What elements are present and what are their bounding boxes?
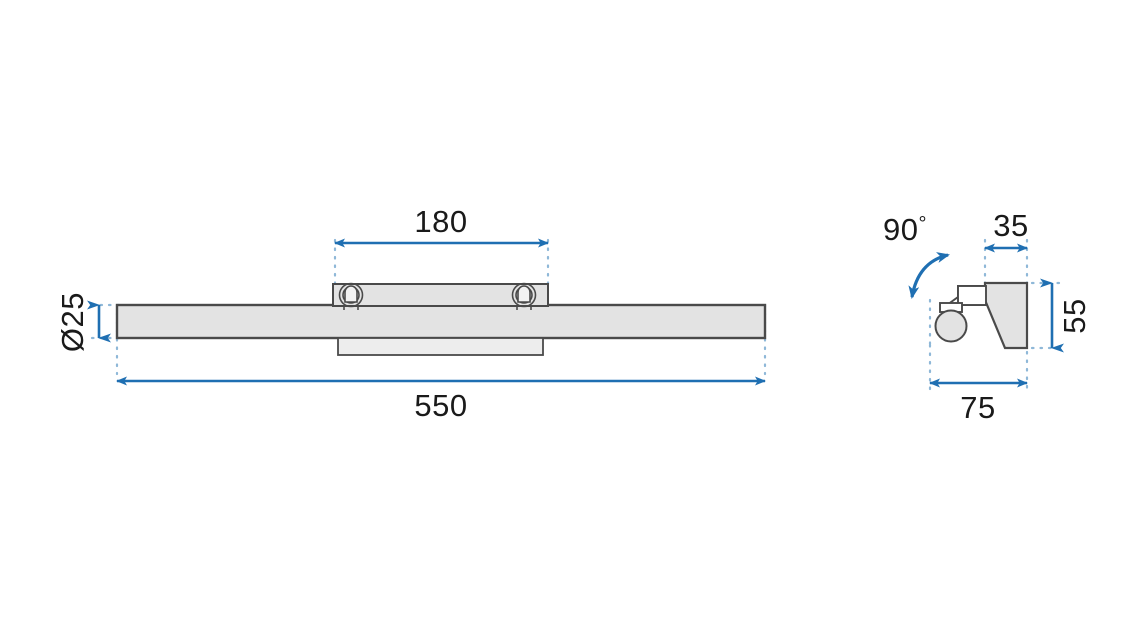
arm-shaft	[957, 285, 987, 306]
dimension-diameter-25-label: Ø25	[55, 292, 90, 352]
main-bar	[115, 303, 767, 340]
dimension-depth-75: 75	[929, 378, 1028, 425]
mounting-bracket	[332, 283, 549, 307]
dimension-diameter-25: Ø25	[55, 292, 111, 352]
side-view-group: 90° 35 55 75	[883, 208, 1092, 425]
angle-90-value: 90	[883, 212, 918, 247]
lamp-sphere	[934, 309, 968, 343]
dimension-height-55: 55	[1040, 278, 1092, 353]
tapered-body	[983, 281, 1029, 350]
dimension-length-550-label: 550	[414, 388, 467, 423]
dimension-length-550: 550	[116, 376, 766, 423]
dimension-angle-90: 90°	[883, 212, 950, 299]
dimension-height-55-label: 55	[1057, 298, 1092, 333]
mount-socket-left	[338, 282, 364, 310]
degree-symbol: °	[918, 213, 927, 235]
dimension-depth-35: 35	[984, 208, 1028, 253]
base-plate	[337, 337, 544, 356]
dimension-depth-35-label: 35	[993, 208, 1028, 243]
mount-socket-right	[511, 282, 537, 310]
dimension-angle-90-label: 90°	[883, 212, 927, 247]
dimension-length-180-label: 180	[414, 204, 467, 239]
dimension-depth-75-label: 75	[960, 390, 995, 425]
front-view-group: Ø25 180 550	[55, 204, 767, 423]
dimension-length-180: 180	[334, 204, 549, 248]
